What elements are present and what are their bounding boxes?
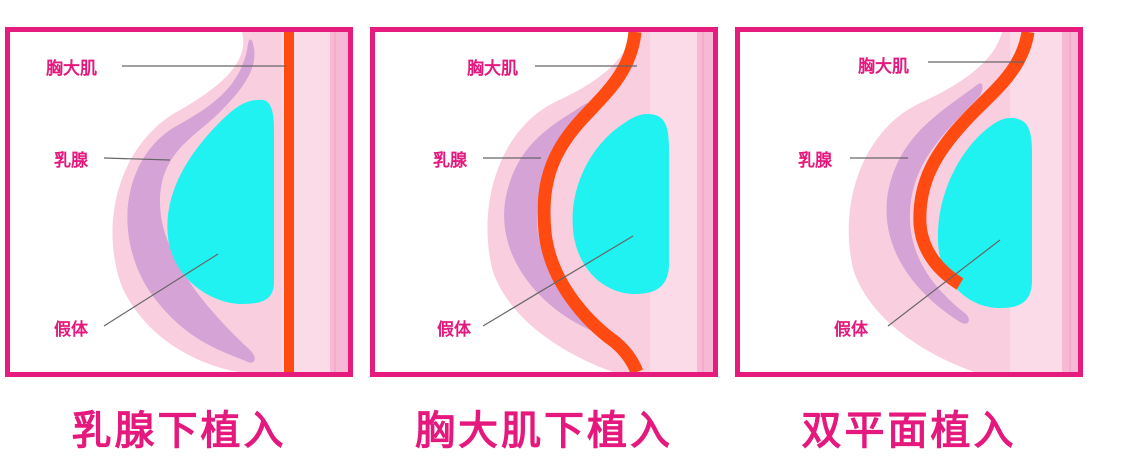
label-implant: 假体 <box>54 320 88 340</box>
implant <box>937 118 1032 308</box>
label-muscle: 胸大肌 <box>46 59 97 79</box>
diagram-subglandular-panel: 胸大肌 乳腺 假体 <box>5 27 353 377</box>
pectoralis-muscle <box>537 32 644 372</box>
label-implant: 假体 <box>834 320 868 340</box>
leader-line-implant <box>887 239 1001 327</box>
leader-line-gland <box>103 157 171 161</box>
leader-line-implant <box>482 235 634 327</box>
caption-submuscular: 胸大肌下植入 <box>415 408 673 454</box>
chest-wall-outer <box>330 32 348 372</box>
implant <box>572 114 669 294</box>
mammary-gland <box>127 39 255 363</box>
label-gland: 乳腺 <box>54 151 88 171</box>
diagram-dual-plane-panel: 胸大肌 乳腺 假体 <box>735 27 1083 377</box>
diagram-submuscular-panel: 胸大肌 乳腺 假体 <box>370 27 718 377</box>
label-gland: 乳腺 <box>433 151 467 171</box>
mammary-gland <box>504 103 604 334</box>
caption-dual-plane: 双平面植入 <box>801 408 1017 454</box>
subglandular-illustration <box>103 32 348 372</box>
chest-wall-outer <box>697 32 713 372</box>
label-gland: 乳腺 <box>798 151 832 171</box>
pectoralis-muscle <box>284 32 294 372</box>
caption-subglandular: 乳腺下植入 <box>71 408 287 454</box>
dual-plane-illustration <box>848 32 1078 372</box>
submuscular-illustration <box>482 32 713 372</box>
mammary-gland <box>886 83 983 324</box>
label-implant: 假体 <box>437 320 471 340</box>
label-muscle: 胸大肌 <box>858 57 909 77</box>
pectoralis-muscle <box>913 32 1035 290</box>
leader-line-implant <box>103 253 219 327</box>
implant <box>167 99 274 304</box>
label-muscle: 胸大肌 <box>467 59 518 79</box>
